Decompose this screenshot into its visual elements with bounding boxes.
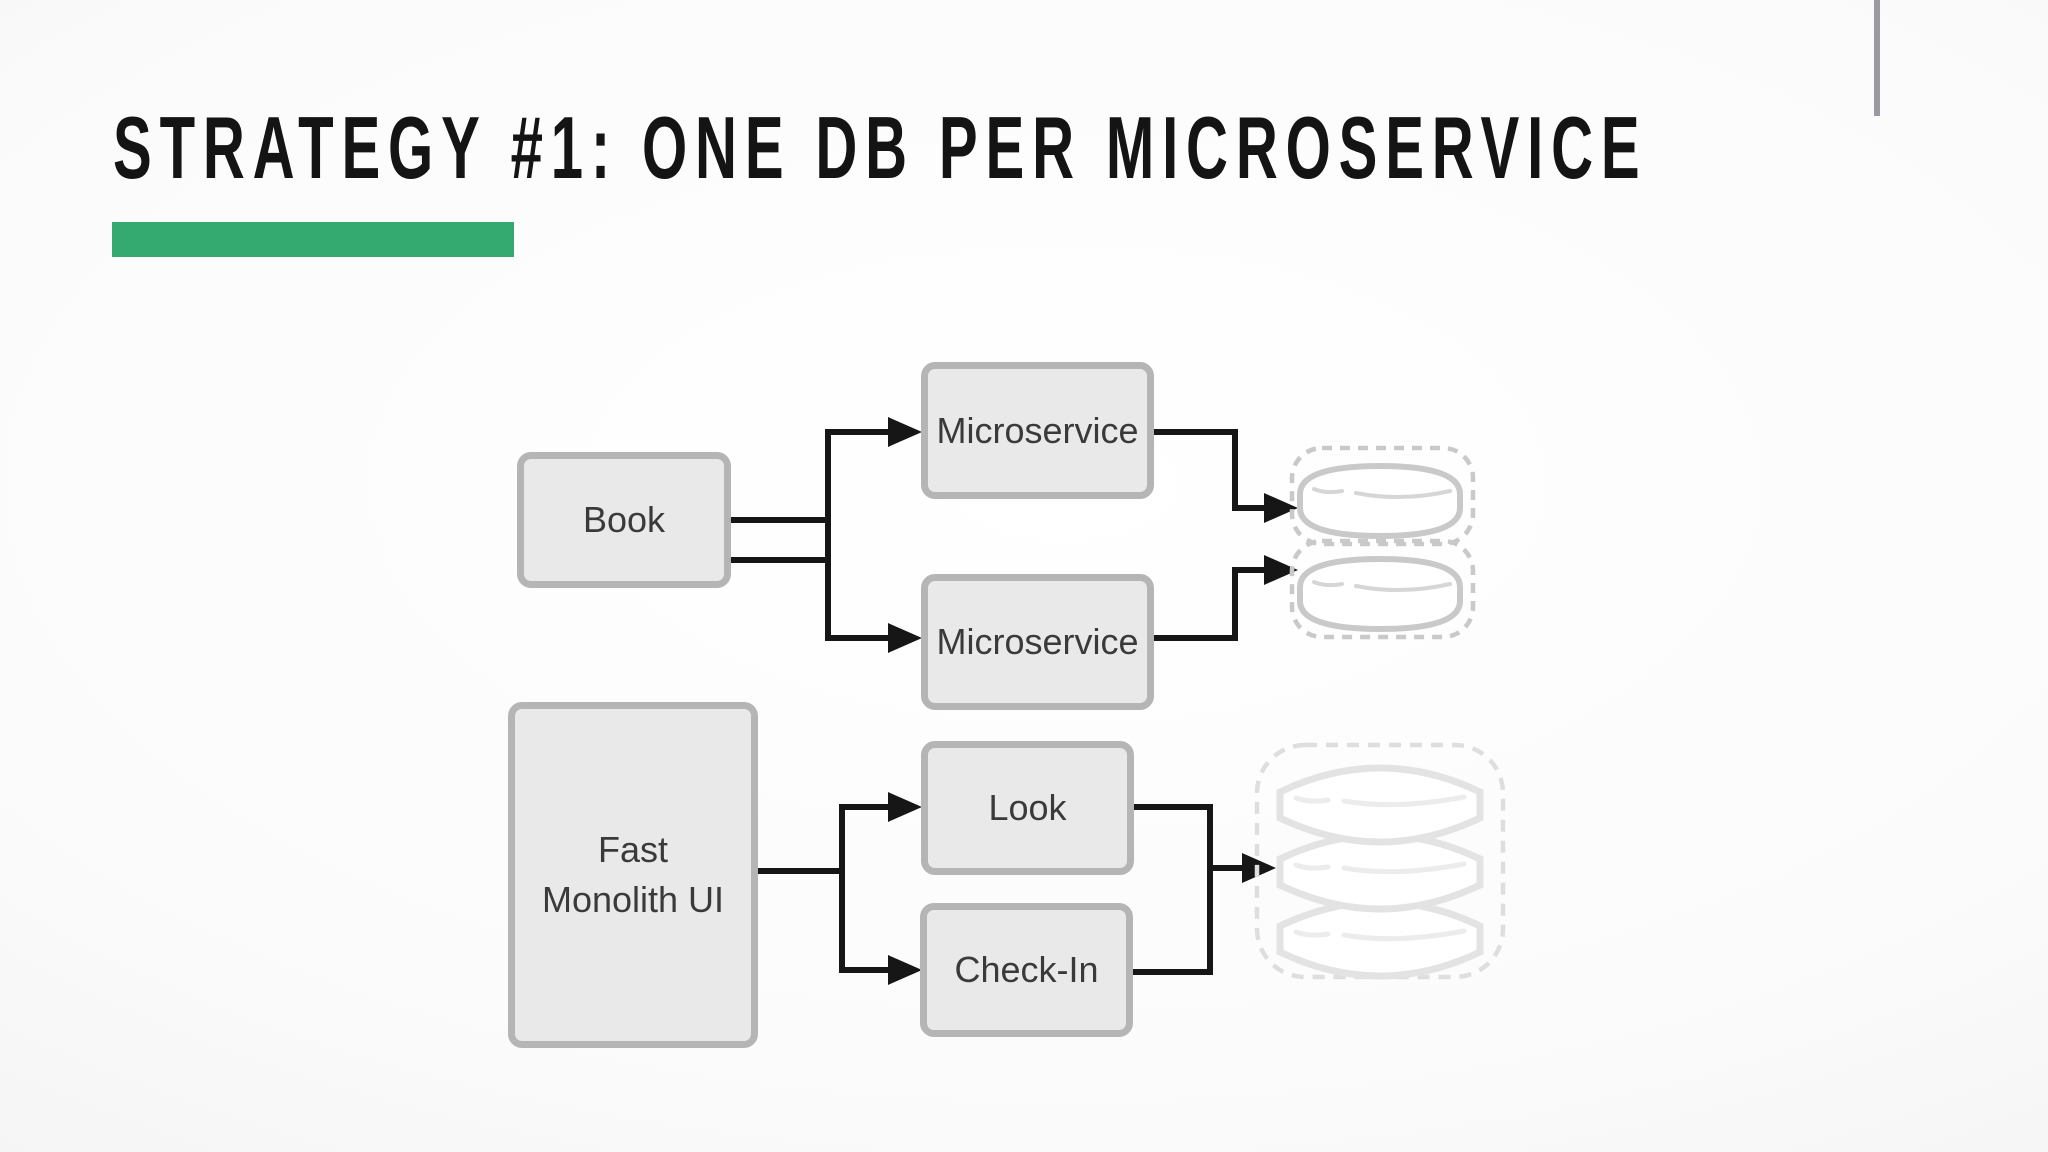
node-microservice-bottom: Microservice	[921, 574, 1154, 710]
node-book-label: Book	[582, 499, 666, 541]
node-microservice-top: Microservice	[921, 362, 1154, 499]
node-look-label: Look	[988, 787, 1067, 829]
database-stack-icon	[1254, 742, 1506, 980]
dashed-boundary	[1289, 445, 1476, 547]
edge-services-to-shared-db	[1130, 804, 1276, 975]
database-top-icon	[1289, 445, 1476, 547]
arrowhead-icon	[888, 623, 922, 653]
edge-monolith-to-checkin	[842, 955, 922, 985]
slide-title: STRATEGY #1: ONE DB PER MICROSERVICE	[113, 98, 1648, 197]
node-check-in: Check-In	[920, 903, 1133, 1037]
edge-monolith-junction	[754, 804, 845, 973]
edge-book-to-microservice-bottom	[828, 623, 922, 653]
edge-monolith-to-look	[842, 792, 922, 822]
node-microservice-bottom-label: Microservice	[936, 621, 1139, 663]
cylinder-highlight	[1312, 487, 1344, 495]
disc-highlight	[1341, 928, 1467, 942]
arrowhead-icon	[888, 417, 922, 447]
edge-microservice-top-to-db	[1150, 429, 1298, 523]
title-underline-bar	[112, 222, 514, 257]
arrowhead-icon	[888, 792, 922, 822]
arrowhead-icon	[1264, 493, 1298, 523]
dashed-boundary	[1289, 538, 1476, 640]
edge-book-to-microservice-top	[828, 417, 922, 447]
edge-microservice-bottom-to-db	[1150, 555, 1298, 641]
cylinder-highlight	[1312, 580, 1344, 588]
disc-highlight	[1341, 794, 1467, 808]
cylinder-highlight	[1354, 489, 1452, 499]
node-check-in-label: Check-In	[954, 949, 1099, 991]
slide-accent-vertical-line	[1874, 0, 1880, 116]
database-cylinder-icon	[1297, 555, 1463, 633]
edge-book-junction	[728, 429, 831, 641]
disc-highlight	[1341, 861, 1467, 875]
disc-highlight	[1293, 862, 1331, 871]
node-book: Book	[517, 452, 731, 588]
database-bottom-icon	[1289, 538, 1476, 640]
disc-highlight	[1293, 795, 1331, 804]
database-cylinder-icon	[1297, 462, 1463, 540]
disc-highlight	[1293, 929, 1331, 938]
node-microservice-top-label: Microservice	[936, 409, 1139, 451]
node-fast-monolith-ui-label: Fast Monolith UI	[541, 829, 725, 920]
cylinder-highlight	[1354, 582, 1452, 592]
node-fast-monolith-ui: Fast Monolith UI	[508, 702, 758, 1048]
node-look: Look	[921, 741, 1134, 875]
arrowhead-icon	[888, 955, 922, 985]
arrowhead-icon	[1264, 555, 1298, 585]
